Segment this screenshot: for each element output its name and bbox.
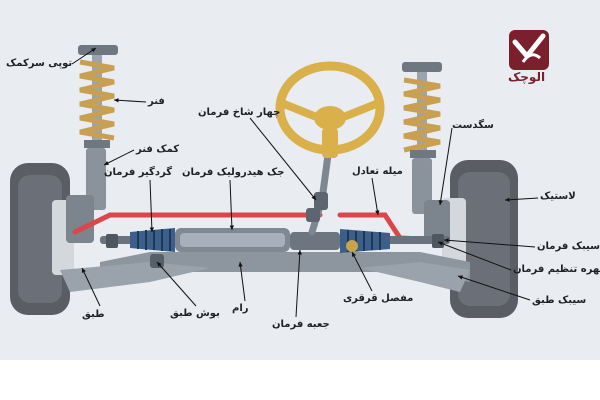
left-wheel [10,163,74,315]
leader-spring [113,99,147,103]
steering-column [306,136,334,236]
left-strut-assembly [66,45,118,243]
label-spring: فنر [148,96,165,107]
label-control-arm: طبق [82,309,105,320]
arrowhead-tie-rod [444,238,449,243]
leader-shock-absorber [103,149,135,166]
label-dust-boot: گردگیر فرمان [104,167,173,178]
leader-control-arm-joint [457,275,531,301]
arrowhead-steering-box [297,250,302,255]
label-steering-column: چهار شاخ فرمان [198,107,281,118]
arrowhead-strut-top [91,48,96,53]
label-adjusting-nut: مهره تنظیم فرمان [513,264,600,275]
arrowhead-ball-joint [352,252,356,257]
leader-strut-top [71,47,97,65]
brand-name: الوچک [508,70,546,84]
arrowhead-tire [505,197,510,202]
leader-lines [71,47,539,318]
label-control-arm-joint: سیبک طبق [532,295,587,306]
leader-frame [239,261,246,302]
arrowhead-control-arm-joint [458,275,463,280]
arrowhead-control-arm [81,268,86,273]
label-knuckle: سگدست [452,120,494,131]
arrowhead-arm-bushing [157,262,162,267]
arrowhead-steering-column [311,195,316,200]
leader-dust-boot [149,179,153,233]
leader-tire [504,197,539,201]
leader-ball-joint [351,251,373,292]
leader-hydraulic-rack [229,179,233,231]
label-stabilizer-bar: میله تعادل [352,166,403,177]
right-wheel [442,160,518,318]
arrowhead-stabilizer-bar [375,210,380,215]
frame-crossmember [100,252,470,282]
arrowhead-frame [238,262,243,267]
right-control-arm [360,262,470,292]
adjusting-nut [432,234,444,248]
steering-wheel-icon [275,61,385,158]
label-frame: رام [232,303,249,314]
arrowhead-spring [114,98,119,103]
right-strut-assembly [402,62,450,244]
alochak-logo-icon [509,30,549,70]
label-strut-top: توپی سرکمک [6,58,73,69]
label-shock-absorber: کمک فنر [136,144,180,155]
arrowhead-shock-absorber [104,161,109,165]
label-ball-joint: مفصل قرقری [343,293,414,304]
leader-adjusting-nut [437,241,512,271]
left-adjusting-nut [106,234,118,248]
label-arm-bushing: بوش طبق [170,308,220,319]
leader-knuckle [439,127,453,206]
leader-tie-rod [443,239,536,248]
ball-joint [346,240,358,252]
leader-steering-column [249,117,317,201]
left-dust-boot [130,228,175,252]
leader-control-arm [81,267,101,307]
label-hydraulic-rack: جک هیدرولیک فرمان [182,167,285,178]
left-control-arm [60,262,210,292]
arm-bushing [150,254,164,268]
label-tie-rod: سیبک فرمان [537,241,600,252]
label-tire: لاستیک [540,191,576,202]
arrowhead-adjusting-nut [438,241,443,246]
arrowhead-hydraulic-rack [229,225,234,230]
label-steering-box: جعبه فرمان [272,319,330,330]
leader-arm-bushing [156,261,197,307]
leader-stabilizer-bar [371,177,379,216]
leader-steering-box [295,249,301,318]
arrowhead-dust-boot [149,227,155,232]
arrowhead-knuckle [438,200,443,205]
